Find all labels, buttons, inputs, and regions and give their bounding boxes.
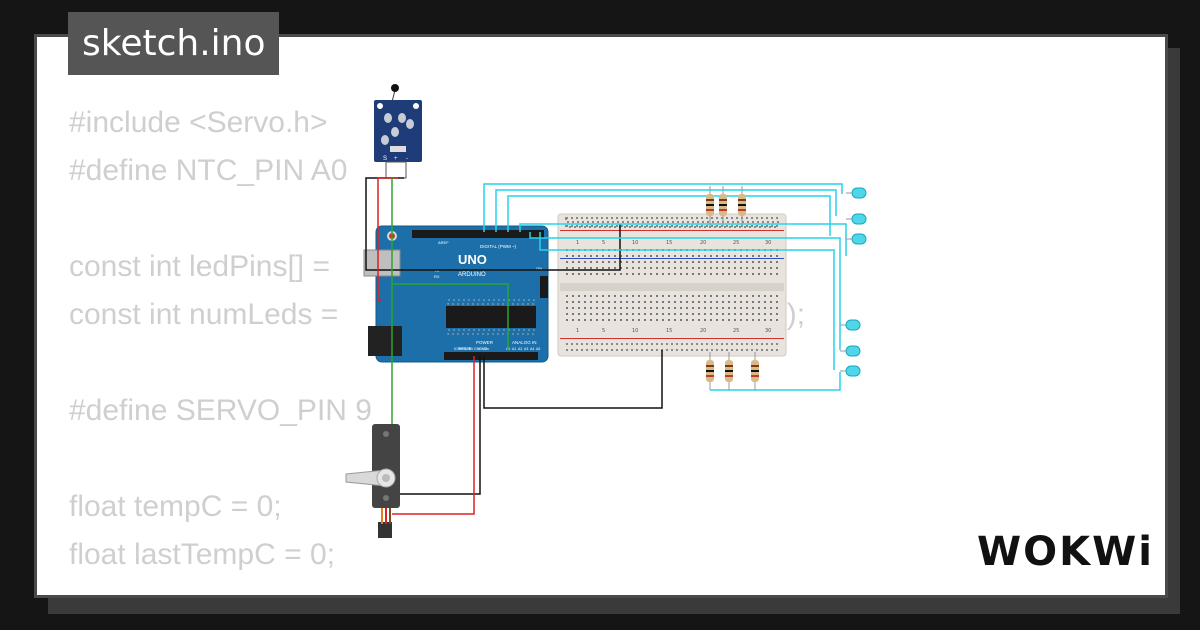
resistor-icon (738, 186, 746, 226)
column-label: 15 (666, 328, 672, 334)
column-label: 10 (632, 328, 638, 334)
arduino-uno[interactable]: UNO ARDUINO DIGITAL (PWM ~) POWER ANALOG… (363, 225, 549, 363)
wire-cyan (529, 232, 841, 350)
pin-label: 5V (469, 347, 474, 351)
pin-label: IOREF (454, 347, 465, 351)
wire-cyan (710, 372, 841, 391)
sensor-pin-label: S (383, 156, 387, 162)
sensor-pin-label: + (394, 156, 398, 162)
power-pin-labels: IOREF RESET 3.3V 5V GND GND Vin (454, 347, 489, 351)
pin-label: RESET (459, 347, 472, 351)
wire-cyan (539, 232, 835, 370)
wire-red (392, 356, 475, 515)
pin-label: 3.3V (464, 347, 472, 351)
resistor-icon (719, 186, 727, 226)
led-icon (840, 365, 861, 377)
code-line: #define NTC_PIN A0 (69, 154, 348, 187)
column-label: 1 (576, 328, 579, 334)
ntc-sensor-module[interactable]: S + - (374, 84, 422, 179)
wire-black (400, 356, 481, 495)
column-label: 30 (765, 240, 771, 246)
code-line: float tempC = 0; (69, 490, 282, 523)
code-line: const int ledPins[] = (69, 250, 330, 283)
thermistor-icon (391, 84, 399, 92)
column-label: 20 (700, 240, 706, 246)
wire-cyan (519, 223, 847, 256)
resistor-icon (725, 352, 733, 390)
wire-red (377, 177, 398, 301)
pin-label: A1 (512, 347, 516, 351)
column-label: 30 (765, 328, 771, 334)
led-icon (840, 345, 861, 357)
resistor-icon (706, 352, 714, 390)
pin-label: GND (474, 347, 482, 351)
pin-label: GND (479, 347, 487, 351)
code-line: #include <Servo.h> (69, 106, 328, 139)
pin-label: A2 (518, 347, 522, 351)
code-line: float lastTempC = 0; (69, 538, 335, 571)
arduino-logo-text: UNO (458, 252, 487, 267)
column-label: 20 (700, 328, 706, 334)
column-label: 1 (576, 240, 579, 246)
wire-black (483, 350, 663, 409)
led-icon (840, 319, 861, 331)
wire-green (392, 283, 509, 350)
resistors (706, 186, 759, 390)
pin-label: A4 (530, 347, 534, 351)
sensor-pin-label: - (406, 156, 408, 162)
code-line: #define SERVO_PIN 9 (69, 394, 372, 427)
wires (365, 177, 847, 515)
sketch-title[interactable]: sketch.ino (68, 12, 280, 75)
wire-cyan (483, 183, 843, 232)
breadboard-column-labels: 1 5 10 15 20 25 30 1 5 10 15 20 25 30 (576, 240, 771, 334)
digital-header-label: DIGITAL (PWM ~) (480, 244, 517, 249)
analog-header-label: ANALOG IN (512, 340, 537, 345)
rx-label: RX (434, 274, 440, 279)
breadboard: 1 5 10 15 20 25 30 1 5 10 15 20 25 30 (557, 213, 787, 357)
on-label: ON (536, 266, 542, 271)
pin-label: A5 (536, 347, 540, 351)
wire-cyan (495, 189, 837, 232)
led-icon (846, 187, 867, 199)
pin-label: A3 (524, 347, 528, 351)
led-icon (846, 233, 867, 245)
wokwi-logo: WOKWi (977, 529, 1150, 575)
breadboard-holes (565, 217, 779, 351)
arduino-brand-text: ARDUINO (458, 272, 486, 278)
column-label: 25 (733, 328, 739, 334)
column-label: 5 (602, 240, 605, 246)
resistor-icon (751, 352, 759, 390)
column-label: 5 (602, 328, 605, 334)
logo-text: WOKWi (977, 529, 1150, 575)
power-header-label: POWER (476, 340, 494, 345)
servo-icon[interactable] (345, 424, 400, 538)
column-label: 10 (632, 240, 638, 246)
column-label: 15 (666, 240, 672, 246)
led-icon (846, 213, 867, 225)
resistor-icon (706, 186, 714, 226)
leds[interactable] (840, 187, 867, 377)
column-label: 25 (733, 240, 739, 246)
analog-pin-labels: A0 A1 A2 A3 A4 A5 (506, 347, 540, 351)
wire-cyan (507, 195, 831, 236)
aref-label: AREF (438, 240, 449, 245)
pin-label: Vin (484, 347, 489, 351)
